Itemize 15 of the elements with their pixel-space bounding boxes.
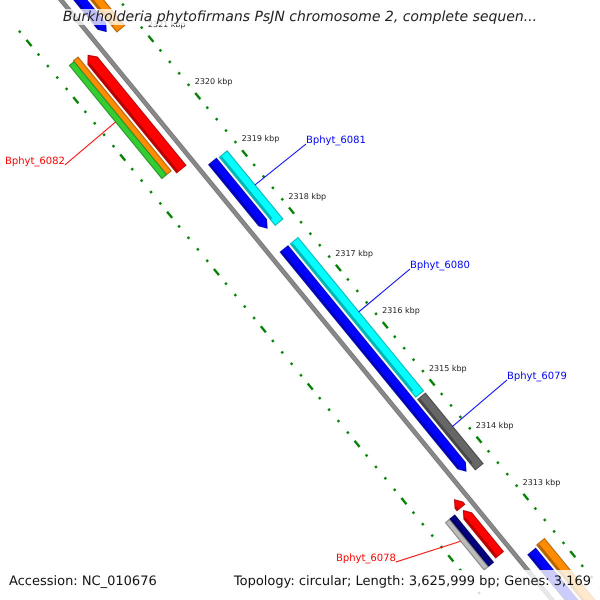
scale-label: 2317 kbp	[335, 248, 373, 258]
accession-text: Accession: NC_010676	[9, 574, 157, 589]
gene-label: Bphyt_6082	[5, 156, 65, 167]
leader-line	[395, 540, 461, 562]
gene-bar	[218, 150, 284, 226]
gene-label: Bphyt_6079	[507, 371, 567, 382]
scale-label: 2314 kbp	[476, 420, 514, 430]
scale-label: 2313 kbp	[522, 478, 560, 488]
leader-line	[452, 380, 508, 427]
gene-bar	[444, 514, 494, 571]
gene-label: Bphyt_6078	[336, 553, 396, 564]
gene-label: Bphyt_6081	[306, 135, 366, 146]
scale-label: 2316 kbp	[382, 306, 420, 316]
leader-line	[64, 122, 116, 166]
gene-label: Bphyt_6080	[410, 260, 470, 271]
